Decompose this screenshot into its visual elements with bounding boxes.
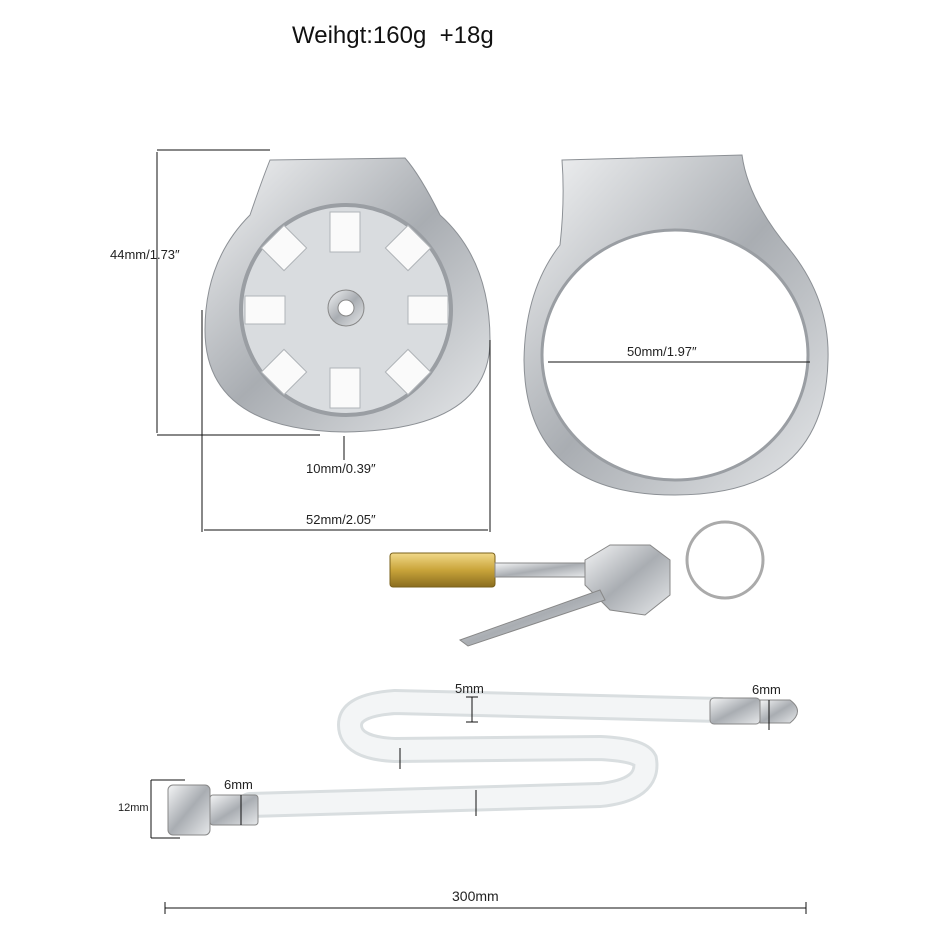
cage-height-label: 44mm/1.73″ xyxy=(110,247,180,262)
lock-and-keys xyxy=(389,520,765,647)
weight-title: Weihgt:160g +18g xyxy=(292,22,494,49)
cage-width-label: 52mm/2.05″ xyxy=(306,512,376,527)
tube-diameter-label: 5mm xyxy=(455,681,484,696)
cage-base-label: 10mm/0.39″ xyxy=(306,461,376,476)
plug-head-label: 12mm xyxy=(118,802,149,814)
cage-cap xyxy=(204,157,491,433)
urethral-tube xyxy=(237,688,733,818)
plug-head xyxy=(167,784,211,836)
base-ring xyxy=(523,154,829,496)
tube-tip xyxy=(709,697,761,725)
plug-neck-label: 6mm xyxy=(224,777,253,792)
dimension-lines xyxy=(150,149,810,914)
tube-length-label: 300mm xyxy=(452,888,499,904)
tip-diameter-label: 6mm xyxy=(752,682,781,697)
ring-diameter-label: 50mm/1.97″ xyxy=(627,344,697,359)
